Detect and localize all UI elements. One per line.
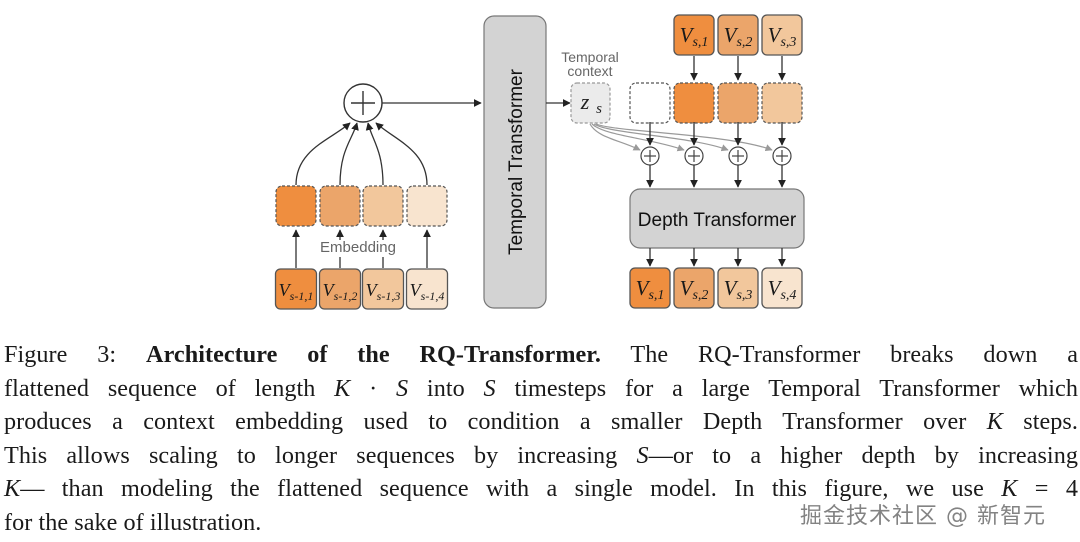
caption-text: —or to a higher depth by increasing bbox=[648, 441, 1078, 469]
context-symbol: z bbox=[580, 89, 590, 114]
caption-text: The RQ-Transformer breaks down a bbox=[630, 341, 1078, 368]
depth-transformer-label: Depth Transformer bbox=[638, 210, 797, 231]
caption-figure-label: Figure 3: bbox=[4, 341, 117, 368]
depth-embedding-box bbox=[673, 82, 715, 124]
temporal-context-label: Temporal bbox=[561, 49, 619, 65]
prev-token-box: Vs-1,2 bbox=[318, 268, 362, 310]
plus-node bbox=[728, 146, 748, 166]
token-label: Vs,2 bbox=[724, 23, 753, 50]
token-label: Vs-1,4 bbox=[410, 280, 445, 303]
math-k: K bbox=[1001, 475, 1018, 503]
output-token-box: Vs,1 bbox=[629, 267, 671, 309]
caption-text: produces a context embedding used to con… bbox=[4, 408, 987, 436]
depth-token-to-embedding-arrows bbox=[690, 56, 786, 81]
depth-input-token-row: Vs,1 Vs,2 Vs,3 bbox=[673, 14, 803, 56]
temporal-transformer-label: Temporal Transformer bbox=[506, 68, 527, 255]
prev-embedding-box bbox=[319, 185, 361, 227]
caption-line-1: Figure 3: Architecture of the RQ-Transfo… bbox=[4, 338, 1078, 372]
context-subscript: s bbox=[596, 101, 602, 117]
math-k: K bbox=[334, 374, 351, 402]
temporal-context-label-2: context bbox=[567, 63, 612, 79]
context-box: z s bbox=[570, 82, 611, 124]
caption-text: into bbox=[408, 374, 484, 402]
output-token-box: Vs,2 bbox=[673, 267, 715, 309]
token-label: Vs,3 bbox=[768, 23, 797, 50]
embedding-label: Embedding bbox=[320, 239, 396, 256]
output-token-box: Vs,4 bbox=[761, 267, 803, 309]
watermark: 掘金技术社区 @ 新智元 bbox=[800, 504, 1046, 529]
token-label: Vs,1 bbox=[636, 276, 665, 303]
plus-node bbox=[640, 146, 660, 166]
prev-embedding-box bbox=[406, 185, 448, 227]
depth-embedding-row bbox=[629, 82, 803, 124]
token-label: Vs-1,1 bbox=[279, 280, 314, 303]
output-token-box: Vs,3 bbox=[717, 267, 759, 309]
output-token-row: Vs,1 Vs,2 Vs,3 Vs,4 bbox=[629, 267, 803, 309]
caption-text: timesteps for a large Temporal Transform… bbox=[495, 374, 1078, 402]
plus-node-row bbox=[640, 146, 792, 166]
embedding-to-plus-arrows bbox=[646, 122, 786, 146]
prev-token-box: Vs-1,1 bbox=[274, 268, 318, 310]
prev-embedding-box bbox=[362, 185, 404, 227]
prev-token-row: Vs-1,1 Vs-1,2 Vs-1,3 Vs-1,4 bbox=[274, 268, 449, 310]
prev-token-box: Vs-1,4 bbox=[405, 268, 449, 310]
caption-line-3: produces a context embedding used to con… bbox=[4, 405, 1078, 439]
depth-input-token-box: Vs,1 bbox=[673, 14, 715, 56]
depth-to-output-arrows bbox=[646, 248, 786, 267]
token-label: Vs,3 bbox=[724, 276, 753, 303]
caption-line-4: This allows scaling to longer sequences … bbox=[4, 439, 1078, 473]
token-label: Vs-1,2 bbox=[323, 280, 358, 303]
rq-transformer-diagram: Embedding Vs-1,1 Vs-1,2 Vs-1,3 Vs-1,4 Tempo… bbox=[274, 14, 805, 310]
sum-node bbox=[343, 83, 383, 123]
plus-to-depth-arrows bbox=[646, 165, 786, 188]
caption-text: for the sake of illustration. bbox=[4, 508, 262, 536]
token-label: Vs,2 bbox=[680, 276, 709, 303]
context-broadcast-arrows bbox=[589, 123, 773, 152]
plus-node bbox=[684, 146, 704, 166]
token-label: Vs,4 bbox=[768, 276, 797, 303]
caption-title: Architecture of the RQ-Transformer. bbox=[146, 341, 601, 368]
depth-input-token-box: Vs,2 bbox=[717, 14, 759, 56]
depth-transformer-block: Depth Transformer bbox=[629, 188, 805, 249]
math-k: K bbox=[986, 408, 1003, 436]
depth-embedding-box bbox=[717, 82, 759, 124]
caption-text: — than modeling the flattened sequence w… bbox=[20, 475, 1002, 503]
caption-line-5: K— than modeling the flattened sequence … bbox=[4, 472, 1078, 506]
caption-text: = 4 bbox=[1017, 475, 1078, 503]
caption-line-6: for the sake of illustration. bbox=[4, 506, 1078, 540]
caption-text: flattened sequence of length bbox=[4, 374, 335, 402]
math-s: S bbox=[636, 441, 649, 469]
depth-input-token-box: Vs,3 bbox=[761, 14, 803, 56]
math-s: S bbox=[396, 374, 409, 402]
plus-node bbox=[772, 146, 792, 166]
caption-text: · bbox=[350, 374, 396, 402]
figure-caption: Figure 3: Architecture of the RQ-Transfo… bbox=[4, 338, 1078, 540]
prev-token-box: Vs-1,3 bbox=[361, 268, 405, 310]
token-label: Vs-1,3 bbox=[366, 280, 401, 303]
prev-embedding-row bbox=[275, 185, 448, 227]
embedding-to-sum-arrows bbox=[295, 122, 428, 186]
token-label: Vs,1 bbox=[680, 23, 709, 50]
temporal-transformer-block: Temporal Transformer bbox=[483, 15, 547, 309]
prev-embedding-box bbox=[275, 185, 317, 227]
depth-embedding-box bbox=[761, 82, 803, 124]
caption-text: This allows scaling to longer sequences … bbox=[4, 441, 637, 469]
caption-line-2: flattened sequence of length K · S into … bbox=[4, 372, 1078, 406]
start-embedding-box bbox=[629, 82, 671, 124]
caption-text: steps. bbox=[1002, 408, 1078, 436]
math-k: K bbox=[4, 475, 21, 503]
math-s: S bbox=[483, 374, 496, 402]
token-to-embedding-arrows bbox=[292, 229, 431, 268]
